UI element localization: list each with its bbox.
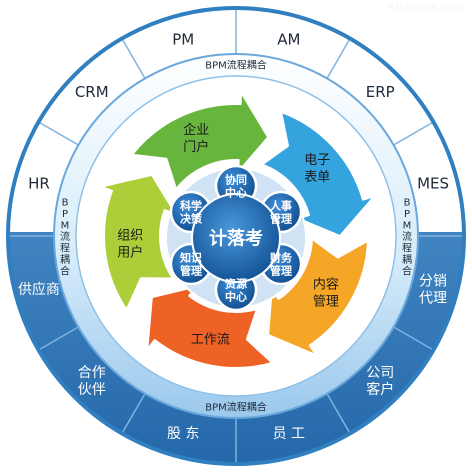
arrow-label-organization-user: 组织用户 [117,229,143,261]
outer-label-partner: 合作伙伴 [78,365,106,398]
arrow-label-enterprise-portal: 企业门户 [183,122,209,155]
hub-module-label-resource-center: 资源中心 [225,276,247,303]
hub-module-label-collaboration-center: 协同中心 [225,172,247,199]
outer-label-am: AM [277,30,300,48]
hub-module-label-finance-management: 财务管理 [269,250,293,277]
arrow-workflow [146,285,274,369]
outer-label-hr: HR [28,175,50,193]
hub-center-label: 计落考 [209,227,263,249]
coupling-label-bottom: BPM流程耦合 [205,401,267,414]
outer-label-erp: ERP [366,83,395,101]
watermark: sharp3d.com [389,2,464,14]
arrow-organization-user [99,173,177,311]
arrow-enterprise-portal [130,91,270,191]
outer-label-pm: PM [172,30,194,48]
outer-label-crm: CRM [75,83,109,101]
arrow-label-workflow: 工作流 [191,333,230,348]
process-arrows [99,91,376,369]
hub-module-label-knowledge-management: 知识管理 [179,250,202,277]
arrow-electronic-form [260,110,376,237]
outer-label-corporate-client: 公司客户 [366,365,394,398]
hub [165,164,307,312]
hub-module-label-scientific-decision: 科学决策 [180,198,203,225]
outer-label-staff: 员 工 [273,426,305,442]
coupling-label-top: BPM流程耦合 [205,59,267,72]
outer-label-shareholder: 股 东 [167,426,199,442]
outer-label-supplier: 供应商 [18,281,60,298]
arrow-content-management [267,237,369,357]
outer-label-distribution-agent: 分销代理 [419,273,447,306]
arrow-label-electronic-form: 电子表单 [304,153,330,185]
hub-module-label-hr-management: 人事管理 [270,198,292,225]
outer-label-mes: MES [417,175,449,193]
arrow-label-content-management: 内容管理 [313,276,339,309]
